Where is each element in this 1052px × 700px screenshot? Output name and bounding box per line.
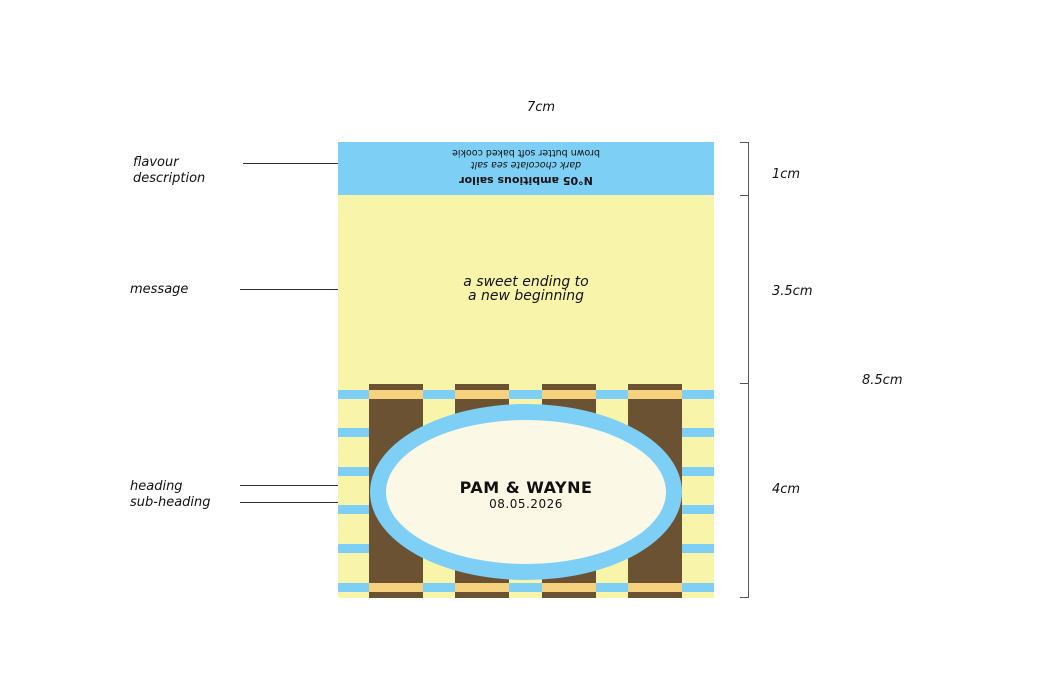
heading-annotation: heading xyxy=(130,479,183,494)
flavour-name: N°05 ambitious sailor xyxy=(459,174,593,187)
segment-bottom-label: 4cm xyxy=(772,482,801,497)
flavour-description-block: N°05 ambitious sailor dark chocolate sea… xyxy=(338,142,714,195)
pattern-column-band xyxy=(455,583,509,592)
heading-text: PAM & WAYNE xyxy=(459,478,593,497)
pattern-column-band xyxy=(369,583,423,592)
message-line-2: a new beginning xyxy=(467,288,585,304)
total-height-label: 8.5cm xyxy=(862,373,903,388)
pattern-column-band xyxy=(369,390,423,399)
segment-middle-label: 3.5cm xyxy=(772,284,813,299)
pattern-column-band xyxy=(455,390,509,399)
name-oval xyxy=(370,404,682,580)
dimension-bracket-line xyxy=(748,142,749,598)
flavour-line-1: dark chocolate sea salt xyxy=(470,159,582,170)
pattern-stripe xyxy=(338,583,714,592)
pattern-stripe xyxy=(338,390,714,399)
message-annotation: message xyxy=(130,282,189,297)
pattern-column-band xyxy=(628,583,682,592)
pattern-column-band xyxy=(542,583,596,592)
sub-heading-annotation: sub-heading xyxy=(130,495,211,510)
name-oval-inner xyxy=(386,420,666,564)
flavour-line-2: brown butter soft baked cookie xyxy=(451,147,601,158)
dimension-tick xyxy=(740,195,748,196)
message-text: a sweet ending to a new beginning xyxy=(338,275,714,303)
flavour-band: N°05 ambitious sailor dark chocolate sea… xyxy=(338,142,714,195)
message-line-1: a sweet ending to xyxy=(463,274,589,290)
width-dimension-label: 7cm xyxy=(527,100,556,115)
pattern-column-band xyxy=(542,390,596,399)
segment-top-label: 1cm xyxy=(772,167,801,182)
plaid-pattern-band: PAM & WAYNE 08.05.2026 xyxy=(338,384,714,598)
dimension-tick xyxy=(740,142,748,143)
dimension-tick xyxy=(740,383,748,384)
message-band: a sweet ending to a new beginning xyxy=(338,195,714,384)
subheading-text: 08.05.2026 xyxy=(489,497,563,511)
pattern-column-band xyxy=(628,390,682,399)
cookie-label-card: N°05 ambitious sailor dark chocolate sea… xyxy=(338,142,714,598)
dimension-tick xyxy=(740,597,748,598)
flavour-description-annotation: flavour description xyxy=(133,155,206,186)
